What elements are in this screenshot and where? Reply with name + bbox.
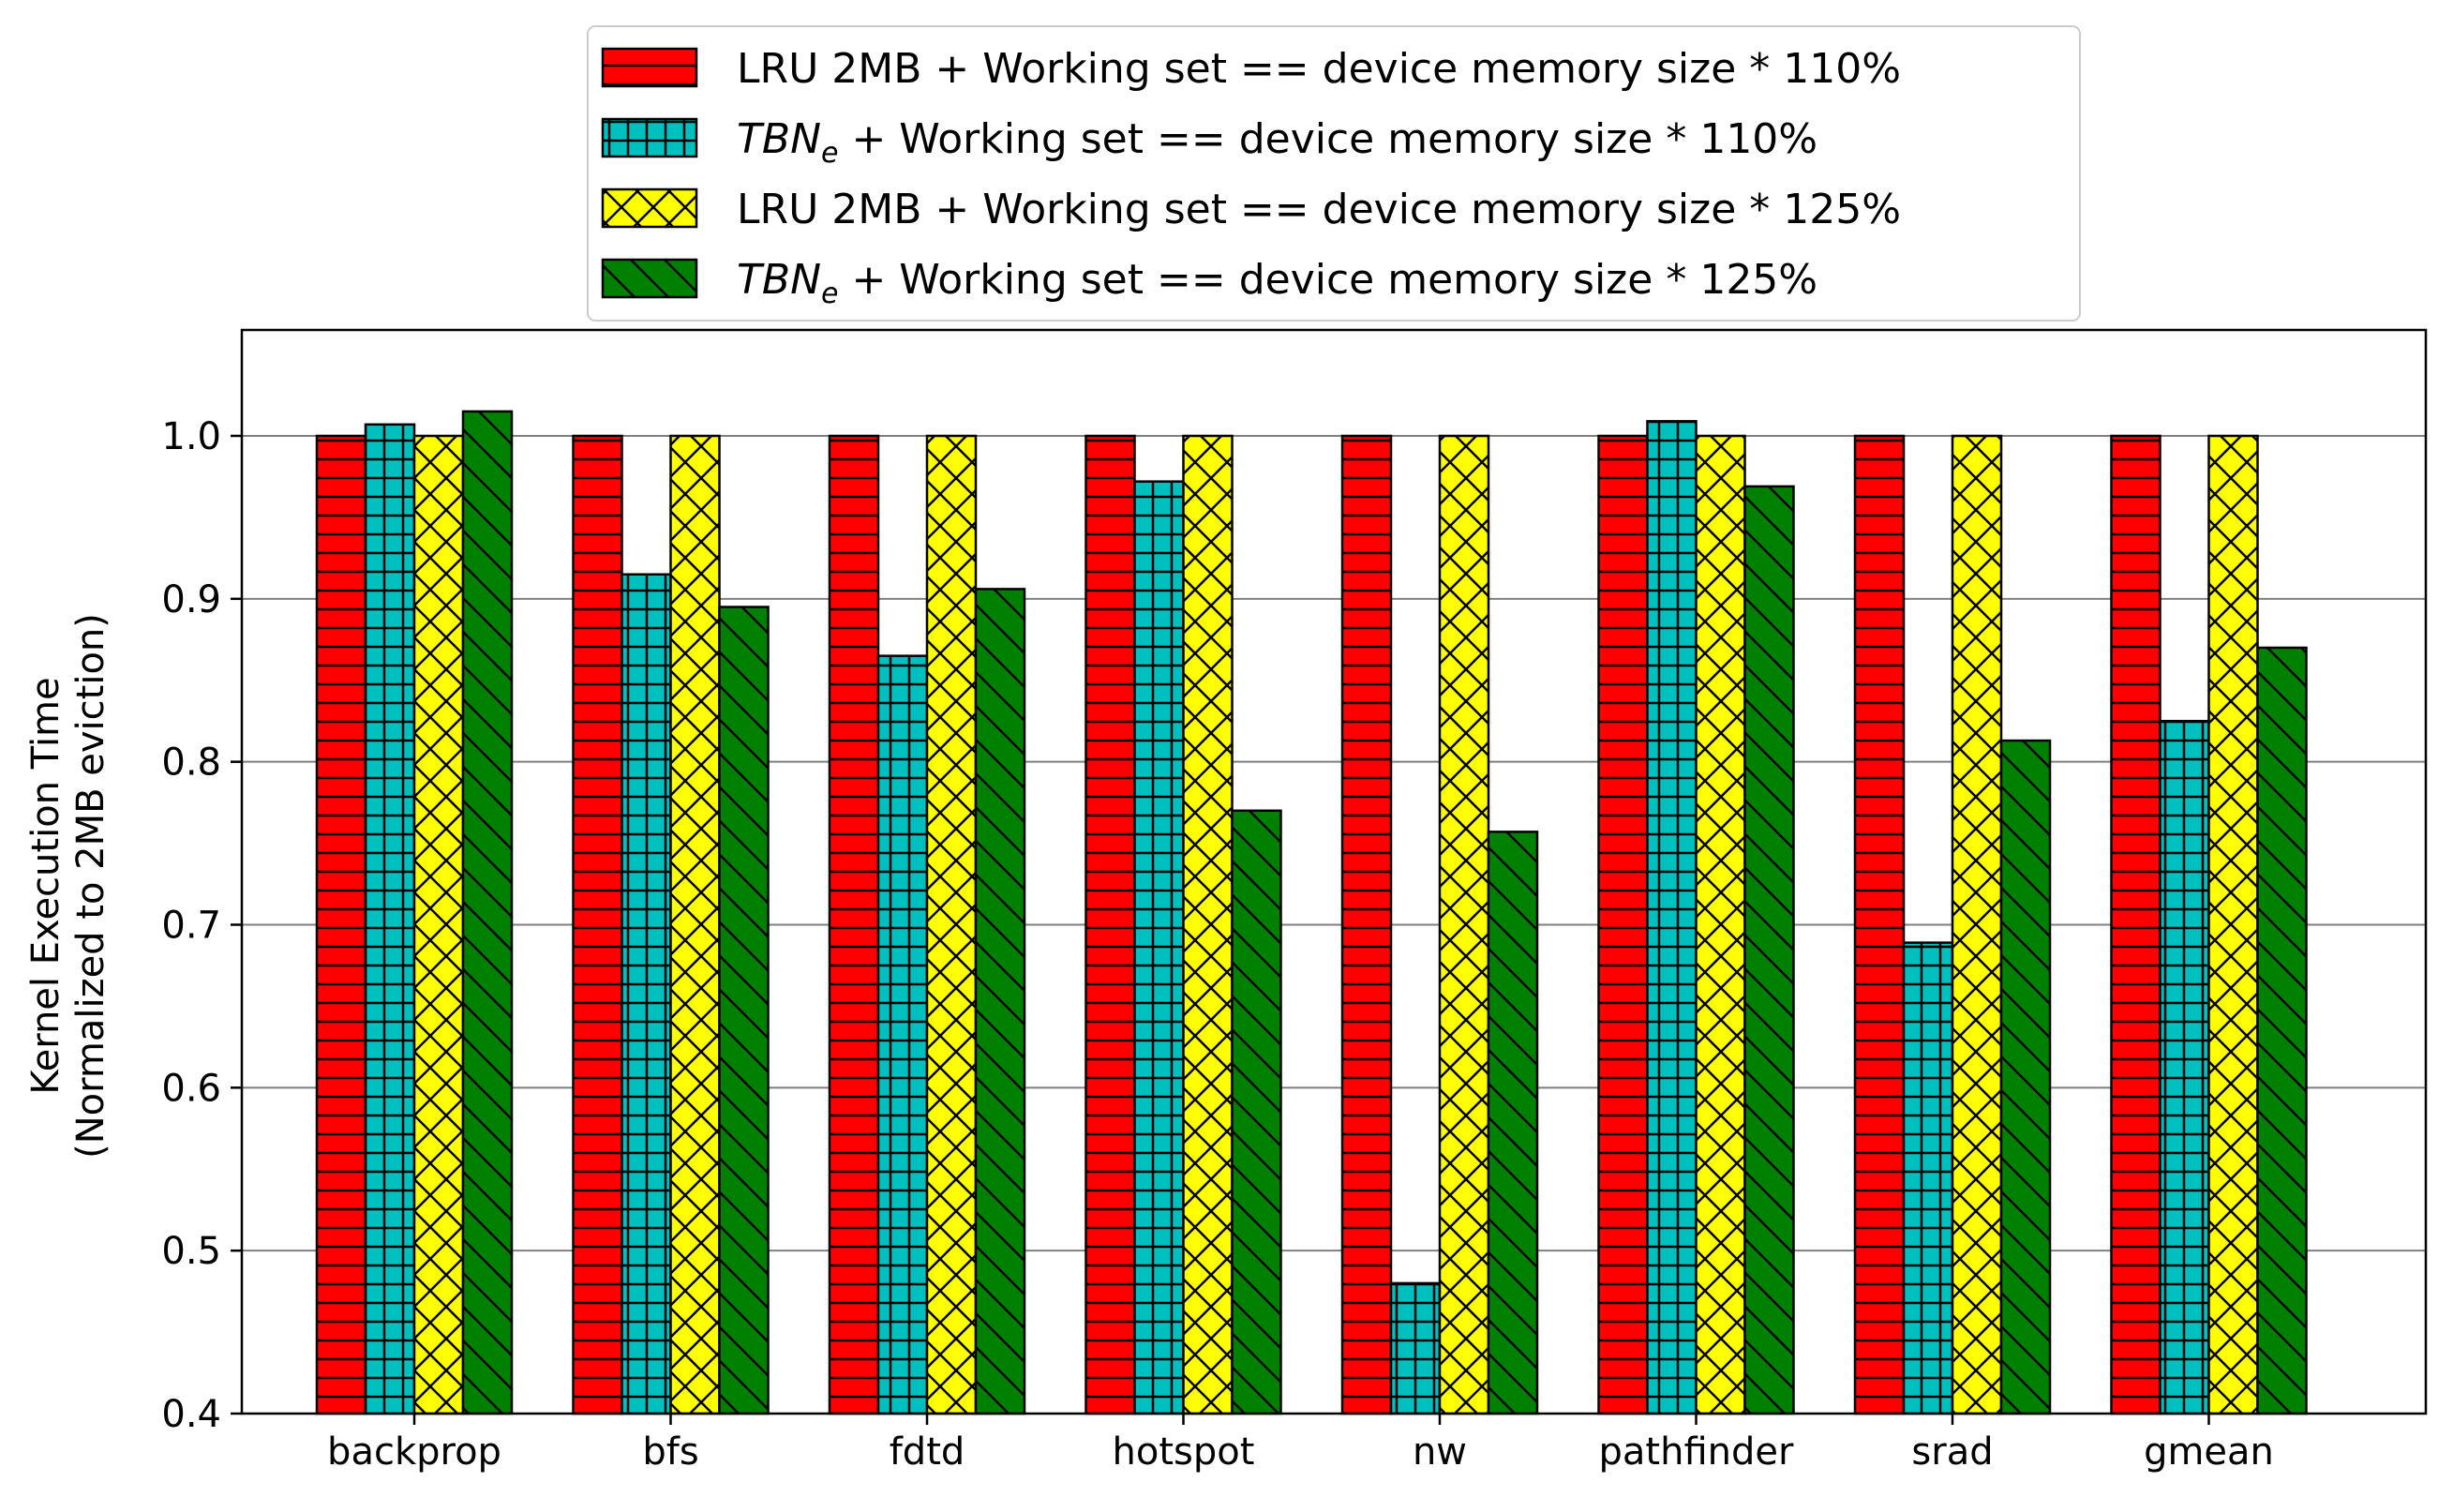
x-tick-label: nw: [1413, 1430, 1467, 1474]
legend-swatch: [601, 258, 698, 299]
plot-frame: [240, 328, 2428, 1415]
bar-hotspot-series-1: [1084, 434, 1136, 1415]
x-tick-label: srad: [1911, 1430, 1993, 1474]
bars: [315, 410, 2308, 1415]
y-axis: 0.4 0.5 0.6 0.7 0.8 0.9 1.0: [161, 415, 242, 1436]
legend-frame: [587, 25, 2081, 322]
bar-fdtd-series-2: [876, 654, 929, 1415]
bar-srad-series-4: [1999, 739, 2052, 1415]
bar-backprop-series-1: [315, 434, 367, 1415]
bar-hotspot-series-3: [1182, 434, 1234, 1415]
bar-bfs-series-1: [572, 434, 623, 1415]
y-tick-label: 0.5: [161, 1230, 221, 1273]
y-tick-label: 0.7: [161, 904, 221, 947]
bar-fdtd-series-3: [925, 434, 978, 1415]
bar-hotspot-series-4: [1231, 809, 1282, 1415]
bar-pathfinder-series-4: [1743, 485, 1795, 1415]
bar-fdtd-series-4: [974, 588, 1026, 1415]
bar-nw-series-1: [1340, 434, 1393, 1415]
bar-nw-series-2: [1389, 1281, 1442, 1415]
x-axis: backprop bfs fdtd hotspot nw pathfinder srad gm…: [327, 1414, 2274, 1474]
bar-gmean-series-3: [2207, 434, 2259, 1415]
bar-gmean-series-4: [2256, 646, 2308, 1415]
bar-srad-series-2: [1902, 941, 1954, 1415]
x-tick-label: gmean: [2144, 1430, 2274, 1474]
bar-pathfinder-series-2: [1646, 420, 1698, 1415]
bar-nw-series-4: [1487, 831, 1539, 1415]
legend-entry: LRU 2MB + Working set == device memory s…: [737, 45, 1901, 93]
legend: LRU 2MB + Working set == device memory s…: [587, 25, 2081, 322]
bar-bfs-series-2: [621, 573, 672, 1415]
gridlines: [242, 434, 2426, 1252]
bar-fdtd-series-1: [828, 434, 880, 1415]
y-tick-label: 0.4: [161, 1393, 221, 1436]
bar-pathfinder-series-3: [1695, 434, 1746, 1415]
x-tick-label: backprop: [327, 1430, 501, 1474]
y-tick-label: 0.8: [161, 741, 221, 785]
bar-bfs-series-3: [669, 434, 721, 1415]
x-tick-label: fdtd: [890, 1430, 965, 1474]
legend-entry: LRU 2MB + Working set == device memory s…: [737, 186, 1901, 233]
bar-srad-series-3: [1951, 434, 2003, 1415]
y-tick-label: 0.9: [161, 578, 221, 621]
y-axis-title-line-2: (Normalized to 2MB eviction): [69, 613, 112, 1159]
legend-entry: TBNe + Working set == device memory size…: [737, 115, 1817, 170]
y-axis-title-line-1: Kernel Execution Time: [24, 677, 67, 1094]
bar-pathfinder-series-1: [1597, 434, 1649, 1415]
x-tick-label: pathfinder: [1599, 1430, 1794, 1474]
legend-swatch: [601, 47, 698, 88]
y-tick-label: 0.6: [161, 1067, 221, 1110]
y-tick-label: 1.0: [161, 415, 221, 458]
bar-nw-series-3: [1438, 434, 1490, 1415]
bar-srad-series-1: [1853, 434, 1906, 1415]
x-tick-label: hotspot: [1113, 1430, 1255, 1474]
bar-gmean-series-1: [2110, 434, 2161, 1415]
x-tick-label: bfs: [642, 1430, 698, 1474]
bar-gmean-series-2: [2159, 719, 2210, 1415]
bar-backprop-series-4: [461, 410, 514, 1415]
bar-backprop-series-3: [412, 434, 465, 1415]
legend-swatch: [601, 187, 698, 229]
bar-hotspot-series-2: [1133, 480, 1185, 1415]
legend-swatch: [601, 117, 698, 158]
bar-backprop-series-2: [364, 423, 416, 1415]
legend-entry: TBNe + Working set == device memory size…: [737, 256, 1817, 310]
bar-bfs-series-4: [718, 606, 770, 1415]
